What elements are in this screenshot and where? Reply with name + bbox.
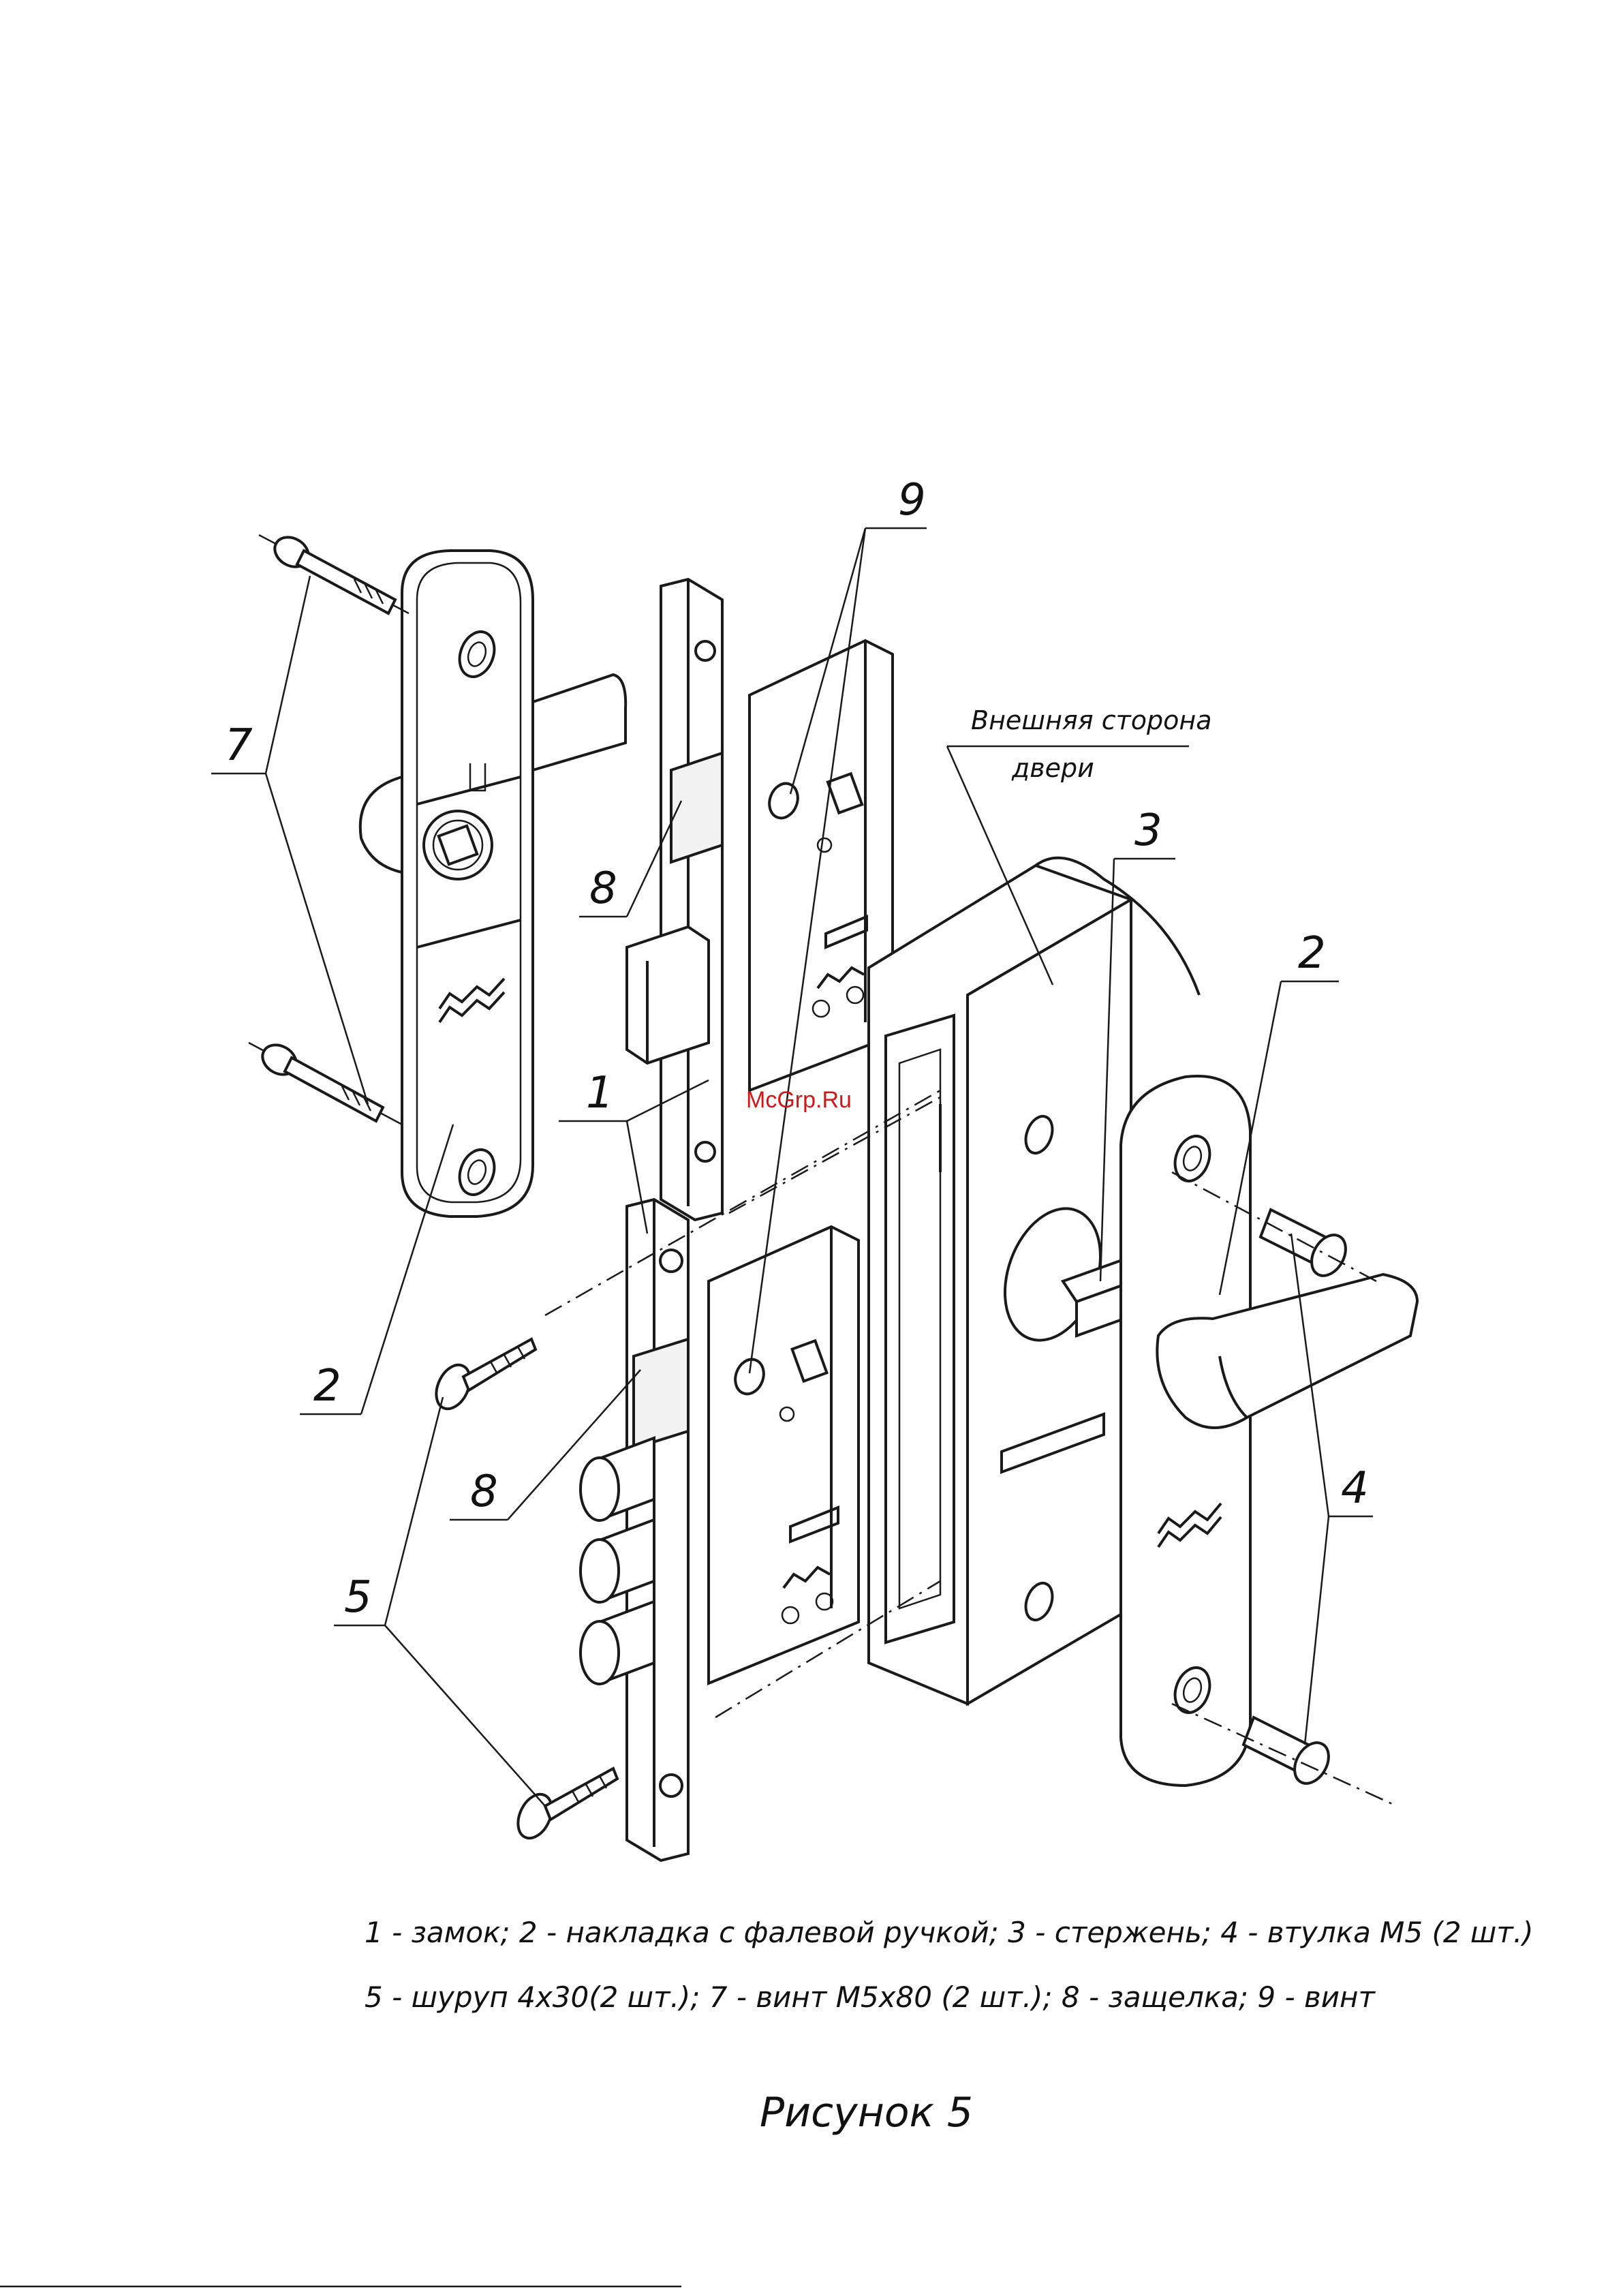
screw-m5x80-bottom [249, 1039, 402, 1124]
figure-caption: Рисунок 5 [760, 2089, 973, 2137]
deadbolt-pins [581, 1438, 654, 1684]
bushing-top [1261, 1210, 1352, 1282]
right-escutcheon-plate [1121, 1076, 1250, 1786]
screw-m5x80-top [259, 532, 409, 613]
legend-line-1: 1 - замок; 2 - накладка с фалевой ручкой… [365, 1916, 1534, 1949]
callout-2-right: 2 [1298, 928, 1326, 979]
callout-1: 1 [586, 1068, 614, 1118]
watermark: McGrp.Ru [746, 1087, 852, 1113]
bushing-bottom [1243, 1717, 1335, 1790]
callout-4: 4 [1341, 1463, 1369, 1514]
lock-faceplate-lower [581, 1199, 688, 1861]
wood-screw-top [430, 1339, 536, 1414]
callout-2-left: 2 [313, 1361, 341, 1411]
door-side-note-line1: Внешняя сторона [971, 705, 1212, 735]
callout-8-top: 8 [589, 863, 617, 914]
callout-3: 3 [1134, 806, 1162, 856]
callout-9: 9 [898, 475, 926, 525]
callout-5: 5 [344, 1572, 372, 1623]
callout-7: 7 [225, 720, 253, 771]
legend-line-2: 5 - шуруп 4х30(2 шт.); 7 - винт М5х80 (2… [365, 1980, 1376, 2014]
door-side-note-line2: двери [1011, 753, 1094, 783]
latch-faceplate-upper [627, 579, 722, 1220]
lock-case-lower [709, 1227, 859, 1683]
callout-8-bottom: 8 [470, 1467, 498, 1517]
wood-screw-bottom [512, 1769, 617, 1843]
